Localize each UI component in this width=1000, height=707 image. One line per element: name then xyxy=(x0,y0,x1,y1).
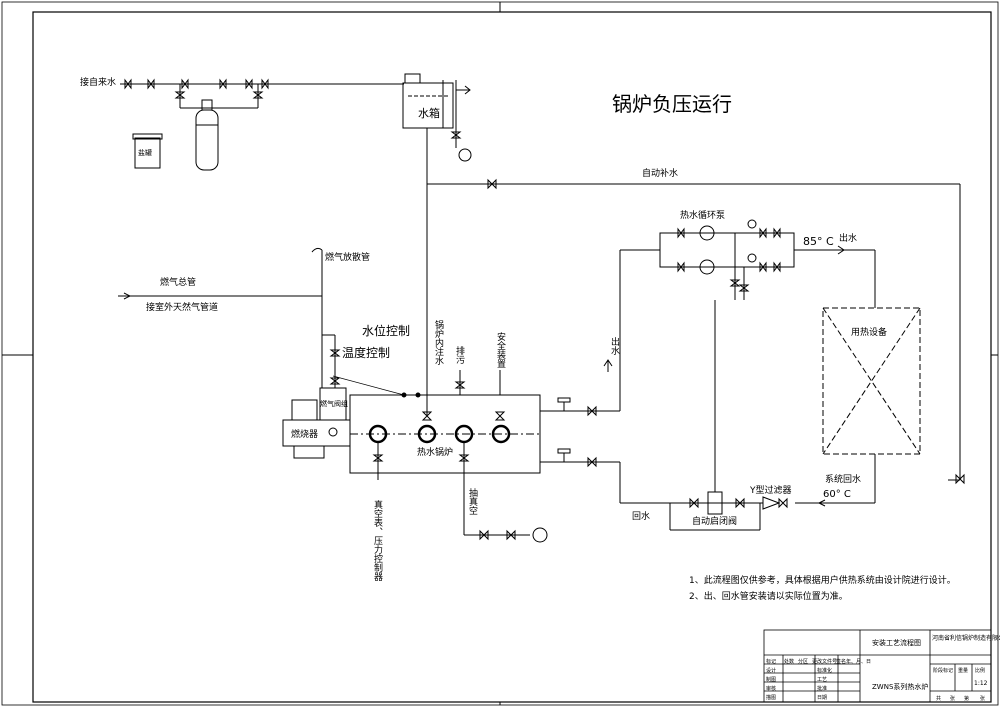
tb-cell-14: 阶段标记 xyxy=(933,668,954,674)
title-block xyxy=(763,629,992,703)
tb-series: ZWNS系列热水炉 xyxy=(872,683,929,691)
tb-cell-10: 审核 xyxy=(766,686,777,692)
label-gas-vent: 燃气放散管 xyxy=(325,253,371,263)
tb-cell-0: 标记 xyxy=(766,659,777,665)
label-boiler: 热水锅炉 xyxy=(417,448,454,458)
tb-cell-5: 年、月、日 xyxy=(846,659,872,665)
label-sys-return: 系统回水 xyxy=(825,475,862,485)
page-title: 锅炉负压运行 xyxy=(612,92,732,116)
label-level-control: 水位控制 xyxy=(362,324,411,338)
tb-scale: 1:12 xyxy=(974,680,988,687)
note-2: 2、出、回水管安装请以实际位置为准。 xyxy=(689,592,848,602)
label-vacuum-gauge: 真空表、压力控制器 xyxy=(372,500,382,581)
tb-cell-3: 更改文件号 xyxy=(812,659,838,665)
tb-company: 河南省利信锅炉制造有限公司 xyxy=(932,635,1000,642)
label-water-tank: 水箱 xyxy=(418,107,440,120)
tb-cell-1: 处数 xyxy=(784,659,795,665)
tb-cell-4: 签名 xyxy=(836,659,847,665)
label-temp-return: 60° C xyxy=(823,489,851,500)
water-softener xyxy=(195,99,219,171)
label-auto-valve: 自动启闭阀 xyxy=(692,517,738,527)
tb-cell-2: 分区 xyxy=(798,659,809,665)
y-filter xyxy=(762,496,781,510)
label-return: 回水 xyxy=(632,512,651,522)
label-tap-water: 接自来水 xyxy=(80,78,117,88)
heat-equipment xyxy=(822,307,921,455)
label-circ-pump: 热水循环泵 xyxy=(680,211,726,221)
tb-cell-8: 制图 xyxy=(766,677,777,683)
tb-cell-20: 张 xyxy=(980,696,986,702)
tb-cell-18: 张 xyxy=(950,696,956,702)
tb-cell-6: 设计 xyxy=(766,668,777,674)
label-safety: 安全装置 xyxy=(495,332,505,368)
label-vacuum-pump: 抽真空 xyxy=(467,488,477,515)
tb-cell-7: 标准化 xyxy=(817,668,833,674)
label-heat-equipment: 用热设备 xyxy=(851,328,888,338)
tb-cell-16: 比例 xyxy=(975,668,986,674)
boiler-body xyxy=(349,370,541,474)
circulation-pumps xyxy=(659,219,795,300)
label-salt-tank: 盐罐 xyxy=(138,149,152,157)
vacuum-pump xyxy=(532,527,548,543)
water-tank xyxy=(402,73,472,162)
auto-valve xyxy=(707,491,723,515)
tb-cell-12: 描图 xyxy=(766,695,777,701)
label-outlet-vertical: 出水 xyxy=(609,337,619,355)
tap-water-line xyxy=(120,78,404,109)
salt-tank xyxy=(132,133,163,169)
tb-cell-17: 共 xyxy=(936,696,942,702)
tb-cell-15: 重量 xyxy=(958,668,969,674)
tb-cell-13: 日期 xyxy=(817,695,828,701)
burner xyxy=(282,387,351,459)
tb-drawing-name: 安装工艺流程图 xyxy=(872,639,921,647)
inner-border xyxy=(32,11,992,703)
label-auto-makeup: 自动补水 xyxy=(642,169,679,179)
tb-cell-11: 批准 xyxy=(817,686,828,692)
label-temp-control: 温度控制 xyxy=(342,346,391,360)
label-gas-valve-group: 燃气阀组 xyxy=(320,400,348,408)
note-1: 1、此流程图仅供参考，具体根据用户供热系统由设计院进行设计。 xyxy=(689,576,956,586)
tb-cell-19: 第 xyxy=(964,696,970,702)
label-outdoor-gas: 接室外天然气管道 xyxy=(146,303,219,313)
label-boiler-inject: 锅炉内注水 xyxy=(433,320,443,365)
label-drain: 排污 xyxy=(454,346,464,364)
label-gas-main: 燃气总管 xyxy=(160,278,197,288)
label-temp-out: 85° C xyxy=(803,235,834,248)
label-outlet: 出水 xyxy=(839,234,858,244)
label-y-filter: Y型过滤器 xyxy=(750,486,792,496)
tb-cell-9: 工艺 xyxy=(817,677,828,683)
label-burner: 燃烧器 xyxy=(291,430,319,440)
